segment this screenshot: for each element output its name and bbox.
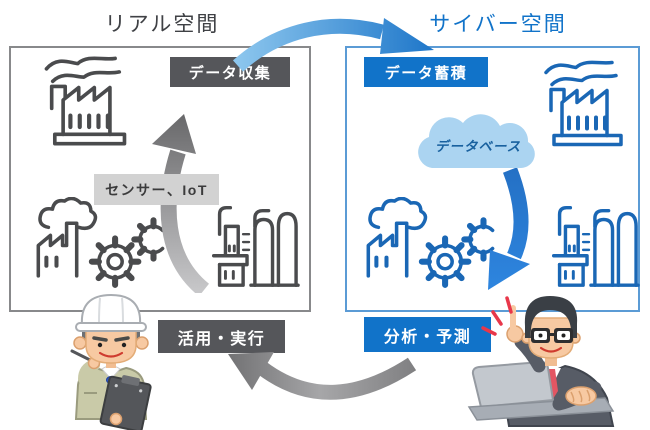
real-to-cyber-arrow — [232, 18, 434, 72]
utilization-label: 活用・実行 — [158, 320, 285, 353]
cyber-space-title: サイバー空間 — [429, 13, 567, 36]
sensor-upload-arrow — [152, 114, 210, 293]
helmet-icon — [80, 293, 142, 326]
refinery-tanks-icon — [551, 205, 640, 287]
data-storage-label: データ蓄積 — [364, 57, 488, 87]
factory-smoke-icon — [34, 52, 138, 148]
analysis-label: 分析・予測 — [364, 317, 491, 352]
database-download-arrow — [488, 167, 530, 290]
hair — [524, 296, 578, 338]
real-space-title: リアル空間 — [104, 13, 220, 36]
field-worker-character — [70, 293, 152, 430]
factory-smoke-icon — [544, 60, 623, 147]
sensor-iot-label: センサー、IoT — [94, 174, 219, 205]
cyber-to-real-arrow — [228, 352, 417, 400]
database-cloud-icon — [418, 114, 535, 168]
data-collection-label: データ収集 — [170, 57, 290, 87]
office-worker-character — [467, 296, 615, 427]
emphasis-marks — [481, 296, 513, 336]
database-label: データベース — [434, 139, 522, 154]
glasses-icon — [531, 328, 573, 343]
